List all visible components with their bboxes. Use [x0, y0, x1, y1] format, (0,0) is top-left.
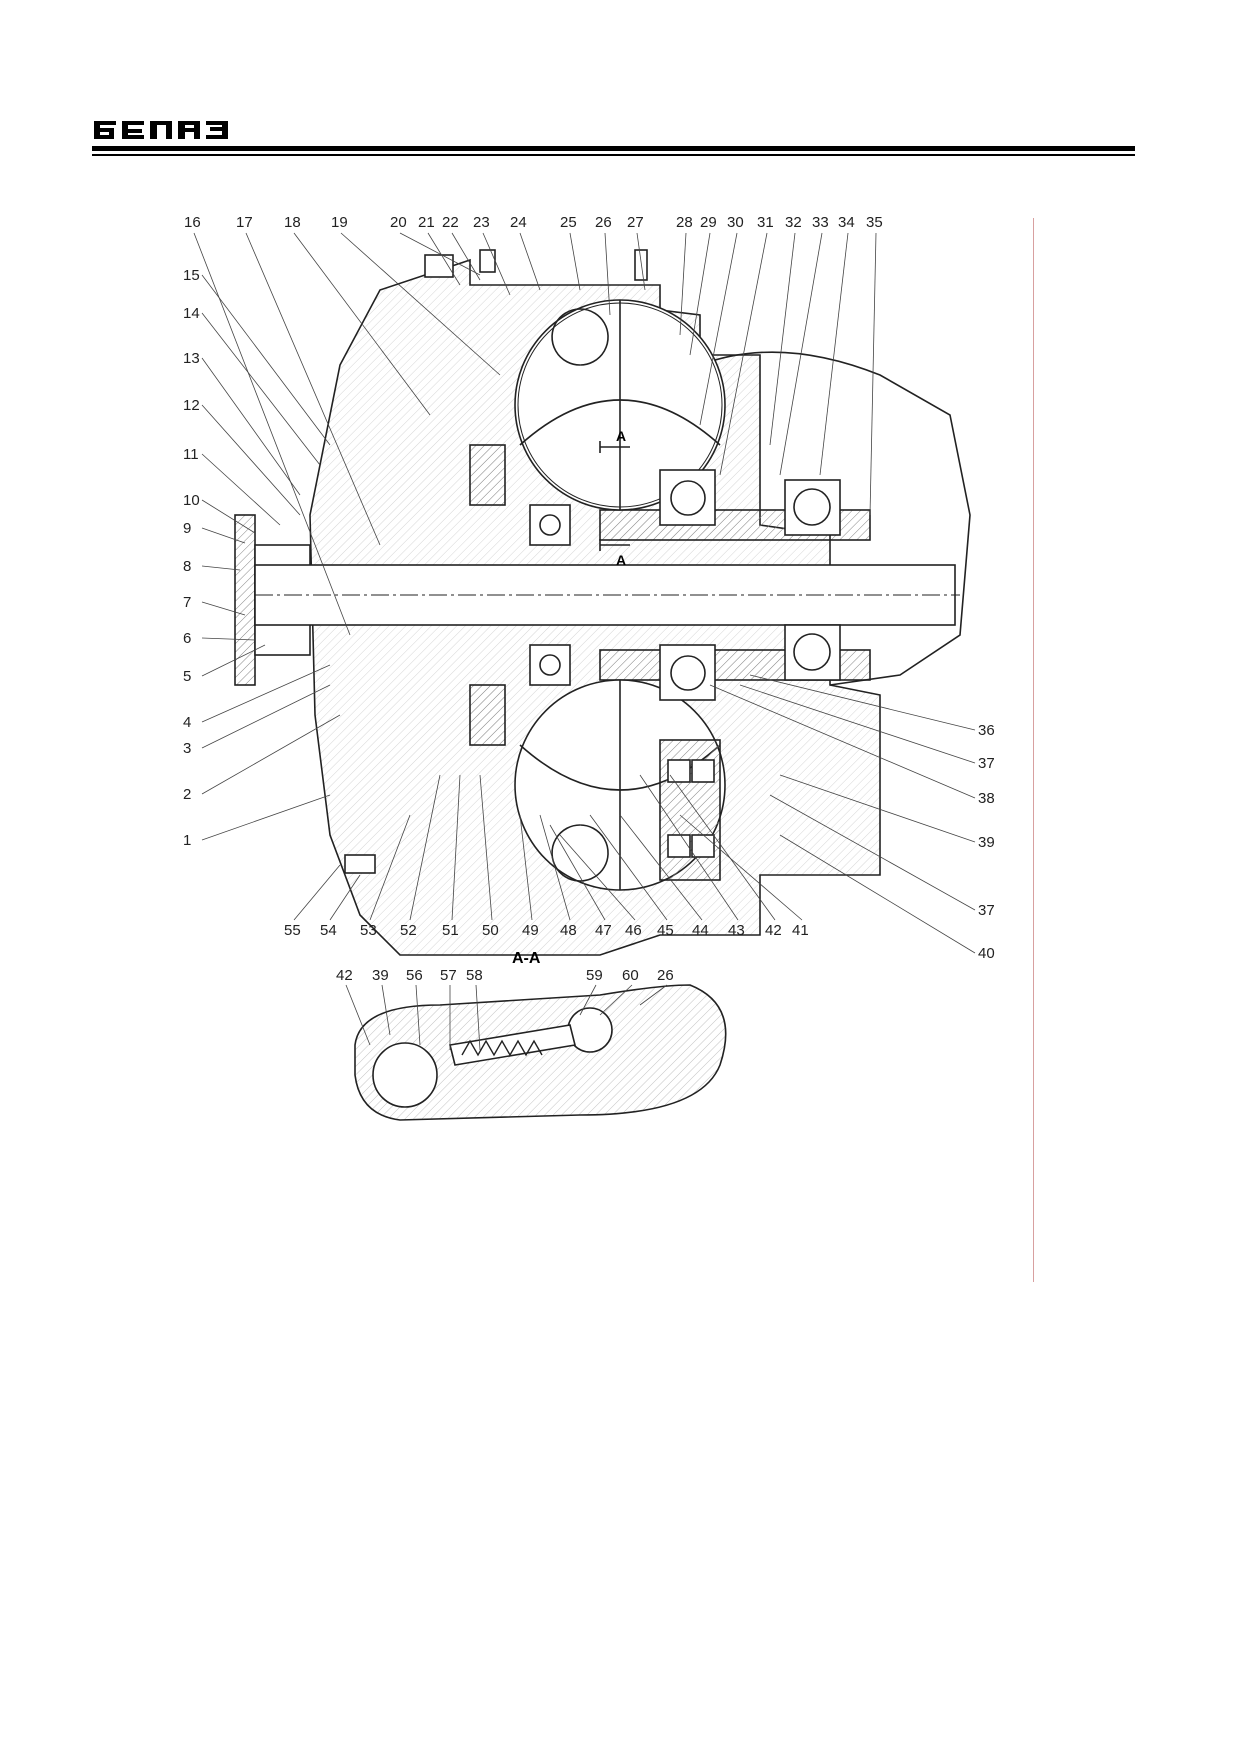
callout: 39 — [372, 967, 389, 984]
callout: 57 — [440, 967, 457, 984]
callout: 60 — [622, 967, 639, 984]
callouts-section: 42 39 56 57 58 59 60 26 — [336, 967, 674, 984]
callout: 3 — [183, 740, 191, 757]
callout: 10 — [183, 492, 200, 509]
callout: 25 — [560, 215, 577, 231]
callout: 29 — [700, 215, 717, 231]
callout: 37 — [978, 902, 995, 919]
callout: 11 — [183, 446, 199, 463]
belaz-logo — [92, 120, 242, 140]
callout: 42 — [765, 922, 782, 939]
callout: 23 — [473, 215, 490, 231]
callout: 28 — [676, 215, 693, 231]
callout: 40 — [978, 945, 995, 962]
callout: 35 — [866, 215, 883, 231]
torque-converter-drawing: А А А-А 16 17 18 19 20 21 22 23 24 25 26… — [183, 215, 995, 1121]
section-title: А-А — [512, 950, 541, 967]
callout: 5 — [183, 668, 191, 685]
callout: 36 — [978, 722, 995, 739]
callouts-top: 16 17 18 19 20 21 22 23 24 25 26 27 28 2… — [184, 215, 883, 231]
callout: 20 — [390, 215, 407, 231]
callouts-left: 15 14 13 12 11 10 9 8 7 6 5 4 3 2 1 — [183, 267, 200, 849]
callout: 52 — [400, 922, 417, 939]
callout: 45 — [657, 922, 674, 939]
callout: 13 — [183, 350, 200, 367]
callout: 16 — [184, 215, 201, 231]
section-aa-drawing — [354, 984, 727, 1121]
callout: 59 — [586, 967, 603, 984]
callout: 4 — [183, 714, 191, 731]
callout: 26 — [595, 215, 612, 231]
callout: 24 — [510, 215, 527, 231]
callout: 48 — [560, 922, 577, 939]
callouts-bottom: 55 54 53 52 51 50 49 48 47 46 45 44 43 4… — [284, 922, 809, 939]
callout: 42 — [336, 967, 353, 984]
callout: 38 — [978, 790, 995, 807]
callout: 39 — [978, 834, 995, 851]
callout: 53 — [360, 922, 377, 939]
callout: 7 — [183, 594, 191, 611]
header-rule-thick — [92, 146, 1135, 151]
callout: 51 — [442, 922, 459, 939]
callout-labels: 16 17 18 19 20 21 22 23 24 25 26 27 28 2… — [183, 215, 995, 984]
margin-line — [1033, 218, 1034, 1282]
callout: 34 — [838, 215, 855, 231]
callout: 49 — [522, 922, 539, 939]
section-arrow-label-1: А — [616, 428, 626, 444]
callout: 33 — [812, 215, 829, 231]
callout: 1 — [183, 832, 191, 849]
callout: 37 — [978, 755, 995, 772]
callout: 30 — [727, 215, 744, 231]
callout: 27 — [627, 215, 644, 231]
callout: 50 — [482, 922, 499, 939]
leader-lines — [193, 232, 976, 1051]
callout: 6 — [183, 630, 191, 647]
callout: 14 — [183, 305, 200, 322]
callout: 12 — [183, 397, 200, 414]
callout: 31 — [757, 215, 774, 231]
callout: 55 — [284, 922, 301, 939]
callout: 15 — [183, 267, 200, 284]
callout: 47 — [595, 922, 612, 939]
callout: 17 — [236, 215, 253, 231]
callout: 43 — [728, 922, 745, 939]
callout: 19 — [331, 215, 348, 231]
callout: 26 — [657, 967, 674, 984]
callout: 54 — [320, 922, 337, 939]
callout: 58 — [466, 967, 483, 984]
callout: 8 — [183, 558, 191, 575]
callout: 44 — [692, 922, 709, 939]
callouts-right: 36 37 38 39 37 40 — [978, 722, 995, 962]
callout: 21 — [418, 215, 435, 231]
callout: 9 — [183, 520, 191, 537]
callout: 46 — [625, 922, 642, 939]
callout: 2 — [183, 786, 191, 803]
header-rule-thin — [92, 154, 1135, 156]
callout: 56 — [406, 967, 423, 984]
callout: 41 — [792, 922, 809, 939]
main-section-drawing — [234, 249, 971, 956]
callout: 22 — [442, 215, 459, 231]
callout: 32 — [785, 215, 802, 231]
section-arrow-label-2: А — [616, 552, 626, 568]
callout: 18 — [284, 215, 301, 231]
